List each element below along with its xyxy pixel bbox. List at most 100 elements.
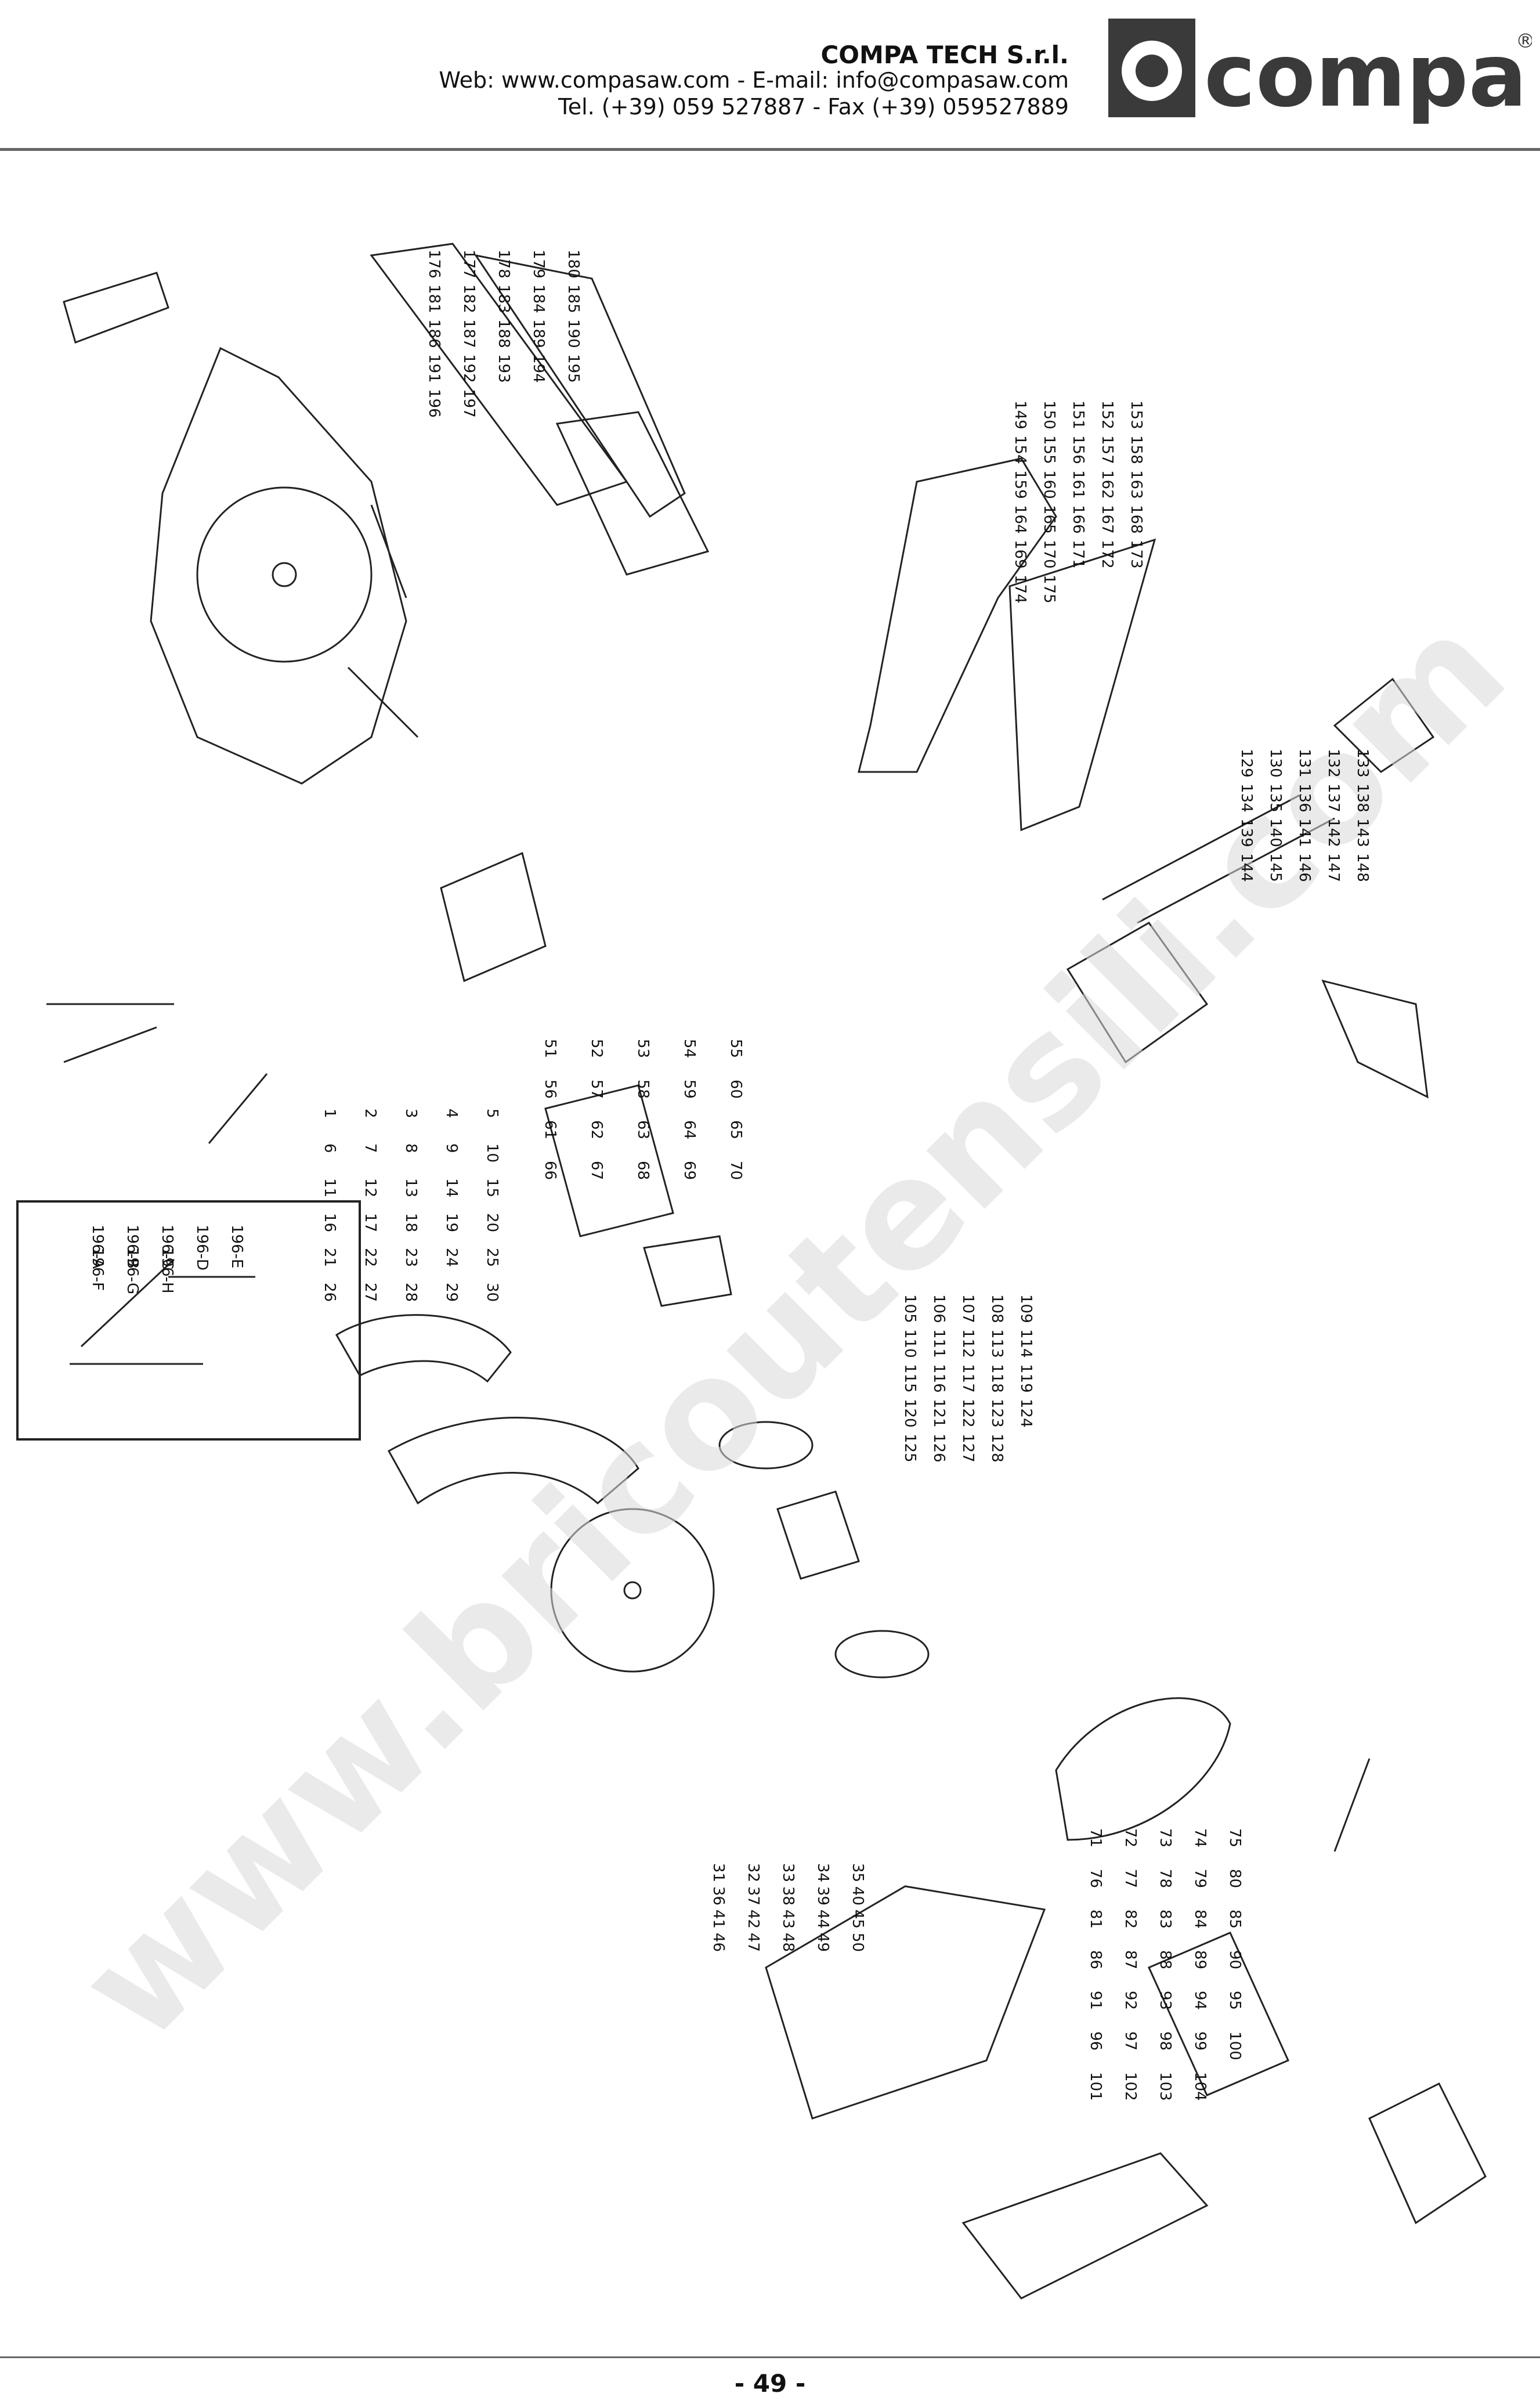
callout-label: 5 xyxy=(483,1109,501,1118)
callout-label: 154 xyxy=(1011,435,1029,464)
callout-label: 70 xyxy=(727,1161,744,1180)
slide-rails xyxy=(1102,794,1335,924)
callout-label: 44 xyxy=(814,1910,832,1929)
callout-label: 157 xyxy=(1098,435,1116,464)
callout-label: 76 xyxy=(1087,1869,1104,1888)
callout-label: 196-C xyxy=(158,1225,176,1269)
callout-label: 103 xyxy=(1156,2072,1174,2101)
callout-label: 170 xyxy=(1040,540,1058,569)
callout-label: 27 xyxy=(361,1283,379,1302)
callout-label: 196-G xyxy=(124,1248,141,1294)
callout-label: 45 xyxy=(849,1910,866,1929)
logo-registered-mark: ® xyxy=(1516,30,1532,53)
callout-label: 72 xyxy=(1122,1828,1139,1847)
callout-label: 112 xyxy=(959,1329,977,1358)
callout-label: 164 xyxy=(1011,505,1029,534)
callout-label: 144 xyxy=(1238,853,1255,882)
callout-label: 188 xyxy=(495,319,512,348)
callout-label: 24 xyxy=(443,1248,460,1267)
callout-label: 30 xyxy=(483,1283,501,1302)
callout-label: 190 xyxy=(565,319,582,348)
callout-label: 139 xyxy=(1238,818,1255,847)
callout-label: 147 xyxy=(1325,853,1342,882)
callout-label: 65 xyxy=(727,1120,744,1139)
contact-info: Web: www.compasaw.com - E-mail: info@com… xyxy=(439,67,1069,120)
inset-box-196 xyxy=(16,1200,361,1441)
callout-label: 194 xyxy=(530,354,547,383)
callout-label: 181 xyxy=(425,284,443,313)
callout-label: 66 xyxy=(541,1161,559,1180)
turntable-ribs xyxy=(347,504,419,738)
callout-label: 11 xyxy=(321,1178,338,1197)
callout-label: 196-F xyxy=(89,1248,106,1291)
callout-label: 96 xyxy=(1087,2031,1104,2051)
callout-label: 179 xyxy=(530,250,547,279)
rail-end-134 xyxy=(1333,677,1435,773)
callout-label: 81 xyxy=(1087,1910,1104,1929)
callout-label: 71 xyxy=(1087,1828,1104,1847)
callout-label: 183 xyxy=(495,284,512,313)
callout-label: 121 xyxy=(930,1399,948,1428)
callout-label: 168 xyxy=(1127,505,1145,534)
callout-label: 131 xyxy=(1296,749,1313,778)
callout-label: 6 xyxy=(321,1143,338,1153)
callout-label: 148 xyxy=(1354,853,1371,882)
callout-label: 13 xyxy=(402,1178,420,1197)
callout-label: 195 xyxy=(565,354,582,383)
callout-label: 197 xyxy=(460,389,478,418)
callout-label: 151 xyxy=(1069,400,1087,429)
callout-label: 106 xyxy=(930,1294,948,1323)
callout-label: 167 xyxy=(1098,505,1116,534)
clamp-base-195 xyxy=(440,851,547,983)
callout-label: 120 xyxy=(901,1399,919,1428)
callout-label: 68 xyxy=(634,1161,652,1180)
callout-label: 182 xyxy=(460,284,478,313)
bearing-plate-62 xyxy=(718,1421,814,1470)
callout-label: 137 xyxy=(1325,784,1342,813)
callout-label: 41 xyxy=(710,1910,727,1929)
callout-label: 26 xyxy=(321,1283,338,1302)
callout-label: 93 xyxy=(1156,1991,1174,2010)
callout-label: 86 xyxy=(1087,1950,1104,1969)
logo-mark-hub xyxy=(1136,55,1168,87)
callout-label: 55 xyxy=(727,1039,744,1058)
callout-label: 51 xyxy=(541,1039,559,1058)
inset-parts xyxy=(70,1258,255,1365)
callout-label: 9 xyxy=(443,1143,460,1153)
callout-label: 150 xyxy=(1040,400,1058,429)
callout-label: 47 xyxy=(744,1933,762,1952)
callout-label: 63 xyxy=(634,1120,652,1139)
callout-label: 163 xyxy=(1127,470,1145,499)
callout-label: 104 xyxy=(1191,2072,1209,2101)
callout-label: 135 xyxy=(1267,784,1284,813)
footer-rule xyxy=(0,2356,1540,2358)
callout-label: 90 xyxy=(1226,1950,1243,1969)
callout-label: 158 xyxy=(1127,435,1145,464)
callout-label: 79 xyxy=(1191,1869,1209,1888)
callout-label: 196-E xyxy=(228,1225,245,1268)
motor-cap-60 xyxy=(643,1235,732,1307)
callout-label: 172 xyxy=(1098,540,1116,569)
callout-label: 153 xyxy=(1127,400,1145,429)
callout-label: 17 xyxy=(361,1213,379,1232)
motor-housing-57 xyxy=(544,1084,674,1237)
callout-label: 175 xyxy=(1040,575,1058,604)
callout-label: 2 xyxy=(361,1109,379,1118)
callout-label: 196-D xyxy=(193,1225,211,1270)
callout-label: 129 xyxy=(1238,749,1255,778)
callout-label: 67 xyxy=(588,1161,605,1180)
callout-label: 146 xyxy=(1296,853,1313,882)
upper-guard-4 xyxy=(335,1314,512,1383)
callout-label: 73 xyxy=(1156,1828,1174,1847)
callout-label: 127 xyxy=(959,1434,977,1463)
callout-label: 23 xyxy=(402,1248,420,1267)
callout-label: 136 xyxy=(1296,784,1313,813)
hex-key-197 xyxy=(208,1073,268,1144)
callout-label: 20 xyxy=(483,1213,501,1232)
callout-label: 116 xyxy=(930,1364,948,1393)
callout-label: 186 xyxy=(425,319,443,348)
callout-label: 178 xyxy=(495,250,512,279)
callout-label: 60 xyxy=(727,1080,744,1099)
callout-label: 105 xyxy=(901,1294,919,1323)
